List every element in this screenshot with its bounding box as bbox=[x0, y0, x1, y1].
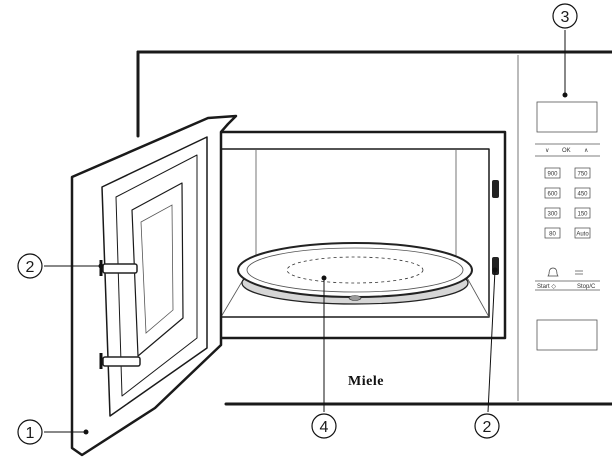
svg-text:4: 4 bbox=[320, 419, 329, 436]
turntable bbox=[237, 242, 473, 305]
callout-3: 3 bbox=[552, 3, 578, 29]
power-button-label: 600 bbox=[547, 191, 558, 197]
door-release-window bbox=[536, 319, 598, 351]
door-hook-lower bbox=[99, 353, 141, 369]
power-button-600[interactable]: 600 bbox=[544, 187, 561, 199]
door-catch-upper bbox=[492, 180, 499, 198]
power-button-label: 300 bbox=[547, 211, 558, 217]
grill-icon bbox=[575, 270, 583, 275]
svg-text:3: 3 bbox=[561, 9, 570, 26]
down-button[interactable]: ∨ bbox=[545, 148, 549, 154]
cooking-compartment bbox=[205, 130, 507, 340]
up-button[interactable]: ∧ bbox=[584, 148, 588, 154]
callout-1: 1 bbox=[17, 419, 43, 445]
power-button-80[interactable]: 80 bbox=[544, 227, 561, 239]
stop-button[interactable]: Stop/C bbox=[577, 284, 596, 290]
svg-text:2: 2 bbox=[26, 259, 35, 276]
power-button-auto[interactable]: Auto bbox=[574, 227, 591, 239]
leader-lines bbox=[44, 30, 568, 435]
power-button-label: Auto bbox=[576, 231, 589, 237]
power-button-450[interactable]: 450 bbox=[574, 187, 591, 199]
power-button-label: 900 bbox=[547, 171, 558, 177]
power-button-750[interactable]: 750 bbox=[574, 167, 591, 179]
power-button-label: 80 bbox=[549, 231, 556, 237]
start-button[interactable]: Start ◇ bbox=[537, 284, 556, 290]
ok-button[interactable]: OK bbox=[562, 148, 571, 154]
bell-icon bbox=[547, 267, 559, 277]
power-button-label: 450 bbox=[577, 191, 588, 197]
power-button-900[interactable]: 900 bbox=[544, 167, 561, 179]
callout-2-right: 2 bbox=[474, 413, 500, 439]
callout-2-left: 2 bbox=[17, 253, 43, 279]
door bbox=[70, 114, 238, 457]
display-window bbox=[536, 101, 598, 133]
power-buttons: 900 750 600 450 300 150 80 Auto bbox=[544, 167, 591, 239]
oven-body bbox=[136, 50, 612, 406]
power-button-300[interactable]: 300 bbox=[544, 207, 561, 219]
power-button-150[interactable]: 150 bbox=[574, 207, 591, 219]
brand-logo: Miele bbox=[348, 374, 384, 389]
svg-text:1: 1 bbox=[26, 425, 35, 442]
callout-4: 4 bbox=[311, 413, 337, 439]
power-button-label: 750 bbox=[577, 171, 588, 177]
svg-text:2: 2 bbox=[483, 419, 492, 436]
power-button-label: 150 bbox=[577, 211, 588, 217]
